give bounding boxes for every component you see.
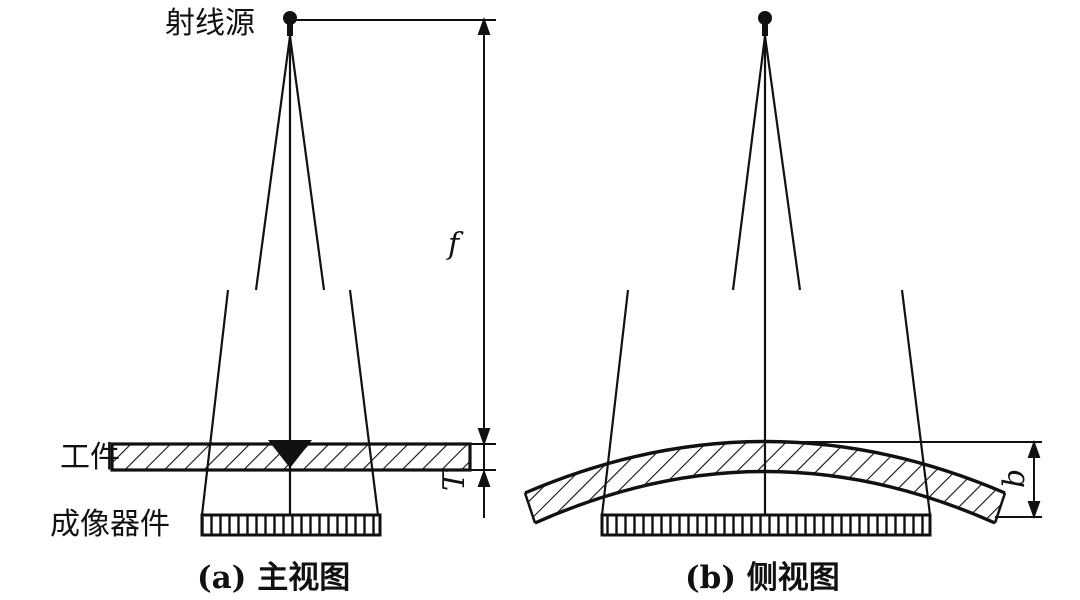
beam-lines-a [200, 35, 380, 516]
height-label: b [997, 469, 1032, 488]
source-stem-b [762, 18, 768, 36]
workpiece-label: 工件 [60, 440, 120, 475]
focal-distance-label: f [446, 227, 464, 262]
workpiece-plate [110, 440, 472, 472]
dimension-lines-b [765, 440, 1042, 519]
caption-a: (a) 主视图 [197, 560, 350, 596]
weld-bead [268, 440, 312, 468]
detector-b [600, 513, 932, 537]
detector-a [200, 513, 382, 537]
source-label: 射线源 [165, 6, 255, 41]
source-stem-a [287, 18, 293, 36]
caption-b: (b) 侧视图 [685, 560, 840, 596]
dimension-lines-a [470, 17, 496, 518]
detector-label: 成像器件 [50, 507, 170, 542]
beam-lines-b [600, 35, 932, 516]
front-view: 射线源 工件 成像器件 f T (a) 主视图 [50, 6, 496, 596]
thickness-label: T [437, 469, 472, 491]
side-view: b (b) 侧视图 [523, 11, 1042, 596]
